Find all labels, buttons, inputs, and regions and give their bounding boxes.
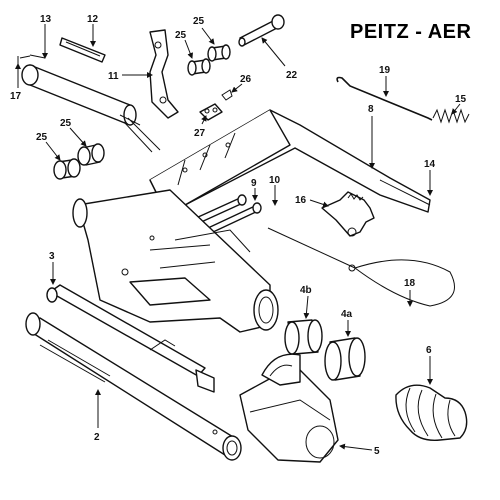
label-25-left-upper: 25 — [60, 118, 72, 129]
label-8-group: 8 — [368, 104, 375, 169]
part-4b-bushing — [284, 319, 323, 355]
label-2: 2 — [94, 432, 100, 443]
label-16-group: 16 — [295, 195, 329, 208]
part-25-bushing-top-right — [207, 44, 231, 62]
label-3-group: 3 — [49, 251, 56, 285]
label-27: 27 — [194, 128, 206, 139]
part-22-bolt — [238, 14, 285, 47]
label-11: 11 — [108, 71, 119, 82]
label-10: 10 — [269, 175, 281, 186]
part-25-bushing-top-left — [187, 58, 211, 76]
label-4a-group: 4a — [341, 309, 353, 337]
label-22: 22 — [286, 70, 298, 81]
label-6-group: 6 — [426, 345, 433, 385]
label-16: 16 — [295, 195, 307, 206]
part-6-rubber-boot — [395, 384, 468, 441]
label-22-group: 22 — [261, 37, 298, 81]
label-25-left-lower-group: 25 — [36, 132, 61, 161]
label-11-group: 11 — [108, 71, 153, 82]
part-13-damper-cylinder — [17, 54, 161, 153]
diagram-title: PEITZ - AER — [350, 21, 471, 43]
label-19-group: 19 — [379, 65, 391, 97]
label-26-group: 26 — [231, 74, 252, 93]
label-25-top-right-group: 25 — [193, 16, 215, 45]
label-5-group: 5 — [339, 443, 380, 457]
label-4a: 4a — [341, 309, 353, 320]
label-10-group: 10 — [269, 175, 281, 206]
part-18-cable — [267, 227, 455, 307]
label-14: 14 — [424, 159, 436, 170]
part-3-inner-rod — [46, 284, 215, 393]
label-18-group: 18 — [404, 278, 416, 307]
label-18: 18 — [404, 278, 416, 289]
label-25-left-lower: 25 — [36, 132, 48, 143]
part-15-spring — [432, 108, 470, 124]
label-3: 3 — [49, 251, 55, 262]
label-25-top-left: 25 — [175, 30, 187, 41]
part-19-hook-rod — [336, 76, 433, 121]
label-2-group: 2 — [94, 389, 101, 443]
label-15-group: 15 — [451, 94, 467, 115]
label-12: 12 — [87, 14, 99, 25]
part-11-lever — [149, 29, 179, 119]
label-19: 19 — [379, 65, 391, 76]
label-25-top-right: 25 — [193, 16, 205, 27]
part-4a-bushing — [324, 337, 366, 381]
label-14-group: 14 — [424, 159, 436, 196]
label-17: 17 — [10, 91, 22, 102]
label-13-group: 13 — [40, 14, 52, 59]
part-2-outer-tube — [25, 312, 242, 461]
part-16-toothed-segment — [321, 191, 375, 237]
part-25-bushing-left-upper — [77, 143, 105, 166]
label-15: 15 — [455, 94, 467, 105]
part-8-drawbar-housing — [149, 109, 431, 213]
part-5-coupling-head — [239, 353, 339, 463]
label-12-group: 12 — [87, 14, 99, 47]
label-9: 9 — [251, 178, 257, 189]
label-4b: 4b — [300, 285, 312, 296]
part-26-clip — [221, 89, 233, 101]
label-8: 8 — [368, 104, 374, 115]
label-25-top-left-group: 25 — [175, 30, 193, 59]
part-25-bushing-left-lower — [53, 158, 81, 180]
part-main-frame — [72, 189, 279, 333]
part-12-pin — [59, 37, 106, 63]
label-25-left-upper-group: 25 — [60, 118, 87, 147]
label-13: 13 — [40, 14, 52, 25]
label-6: 6 — [426, 345, 432, 356]
label-4b-group: 4b — [300, 285, 312, 319]
part-27-plate — [199, 103, 223, 121]
label-27-group: 27 — [194, 115, 207, 139]
label-5: 5 — [374, 446, 380, 457]
label-17-group: 17 — [10, 63, 22, 102]
label-26: 26 — [240, 74, 252, 85]
label-9-group: 9 — [251, 178, 258, 201]
